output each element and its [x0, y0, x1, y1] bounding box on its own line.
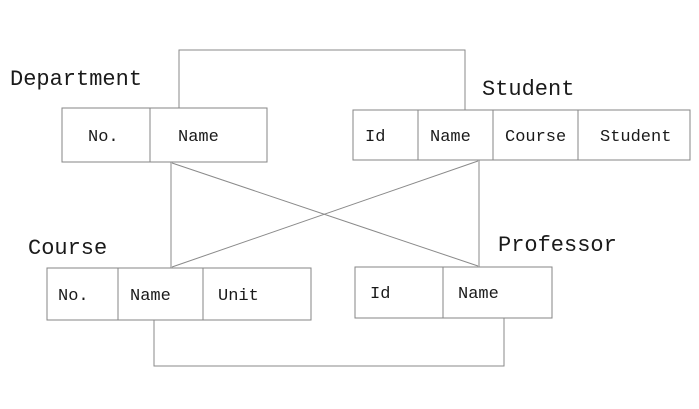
department-field-no: No. — [88, 128, 119, 147]
course-field-unit: Unit — [218, 287, 259, 306]
course-label: Course — [28, 236, 107, 261]
department-field-name: Name — [178, 128, 219, 147]
department-table — [61, 107, 268, 163]
student-table — [352, 109, 691, 161]
course-table — [46, 267, 312, 321]
professor-entity: Professor Id Name — [354, 233, 617, 319]
course-field-name: Name — [130, 287, 171, 306]
professor-field-name: Name — [458, 285, 499, 304]
connector-department-student — [178, 49, 466, 110]
course-field-no: No. — [58, 287, 89, 306]
connector-student-course — [171, 160, 479, 268]
professor-field-id: Id — [370, 285, 390, 304]
department-label: Department — [10, 67, 142, 92]
connector-course-professor — [153, 318, 505, 367]
student-field-name: Name — [430, 128, 471, 147]
student-entity: Student Id Name Course Student — [352, 77, 691, 161]
professor-label: Professor — [498, 233, 617, 258]
student-label: Student — [482, 77, 574, 102]
student-field-student: Student — [600, 128, 671, 147]
department-entity: Department No. Name — [10, 67, 268, 163]
student-field-id: Id — [365, 128, 385, 147]
professor-table — [354, 266, 553, 319]
course-entity: Course No. Name Unit — [28, 236, 312, 321]
student-field-course: Course — [505, 128, 566, 147]
